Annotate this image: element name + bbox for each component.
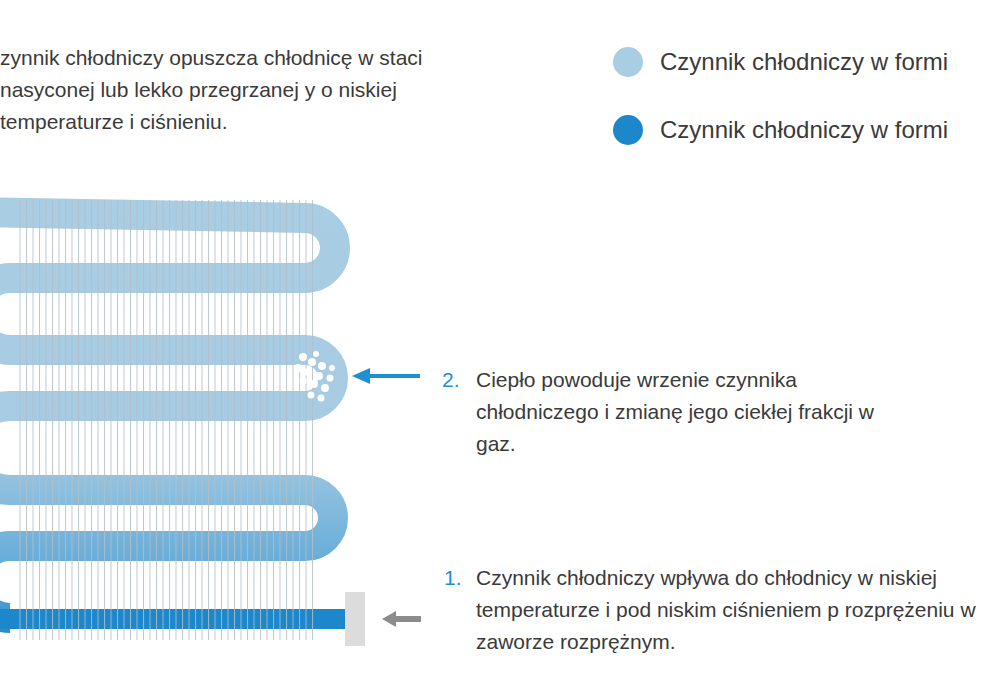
- callout-text: Czynnik chłodniczy wpływa do chłodnicy w…: [476, 562, 1000, 658]
- valve-block: [345, 592, 365, 646]
- legend-text: Czynnik chłodniczy w formi: [660, 46, 948, 78]
- callout-number: 1.: [444, 562, 474, 594]
- callout-number: 2.: [442, 364, 472, 396]
- legend-swatch: [613, 47, 643, 77]
- bubbles: [294, 351, 335, 402]
- exit-tube: [0, 202, 20, 222]
- note-text: zynnik chłodniczy opuszcza chłodnicę w s…: [0, 42, 470, 138]
- fins: [18, 200, 318, 640]
- legend-text: Czynnik chłodniczy w formi: [660, 114, 948, 146]
- callout-text: Ciepło powoduje wrzenie czynnika chłodni…: [476, 364, 896, 460]
- callout-arrow: [352, 368, 420, 384]
- legend-swatch: [613, 115, 643, 145]
- inlet-arrow: [382, 611, 421, 627]
